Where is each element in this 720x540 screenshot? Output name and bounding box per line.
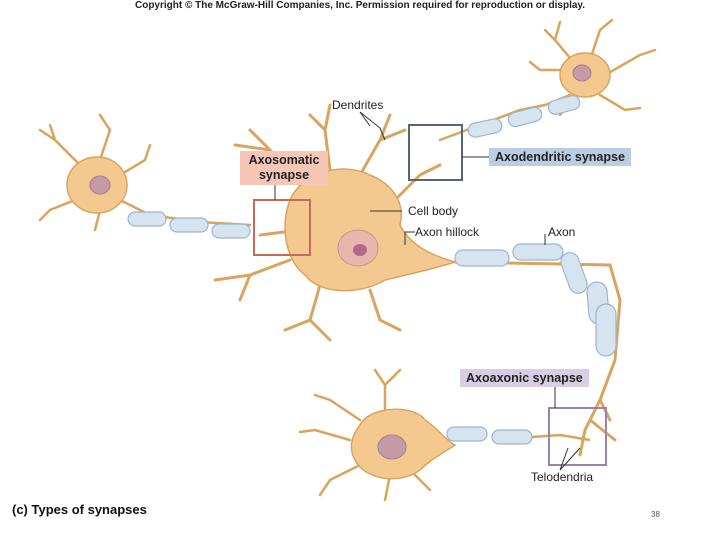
label-axodendritic-synapse: Axodendritic synapse — [489, 148, 631, 166]
copyright-notice: Copyright © The McGraw-Hill Companies, I… — [134, 0, 586, 11]
axodendritic-synapse-box — [408, 124, 463, 181]
central-axon — [453, 260, 622, 457]
nucleus-bottom — [377, 434, 407, 460]
axosomatic-synapse-box — [253, 199, 311, 256]
page-number: 38 — [651, 510, 660, 519]
central-nucleolus — [353, 244, 367, 256]
myelin-central — [454, 243, 617, 357]
figure-caption: (c) Types of synapses — [12, 502, 147, 517]
myelin-top-right — [467, 95, 581, 138]
label-telodendria: Telodendria — [531, 470, 594, 484]
leader-lines — [274, 111, 581, 471]
label-axosomatic-synapse: Axosomatic synapse — [240, 151, 328, 185]
label-cell-body: Cell body — [408, 204, 459, 218]
label-axon: Axon — [548, 225, 576, 239]
nucleus-top-right — [572, 64, 592, 82]
nucleus-left — [89, 175, 111, 195]
neuron-top-right — [438, 18, 657, 142]
axoaxonic-synapse-box — [548, 407, 607, 466]
axon-bottom — [531, 433, 591, 442]
label-axon-hillock: Axon hillock — [415, 225, 480, 239]
myelin-left — [127, 211, 251, 239]
label-axoaxonic-synapse: Axoaxonic synapse — [460, 369, 589, 387]
myelin-bottom — [446, 426, 533, 445]
label-dendrites: Dendrites — [332, 98, 384, 112]
